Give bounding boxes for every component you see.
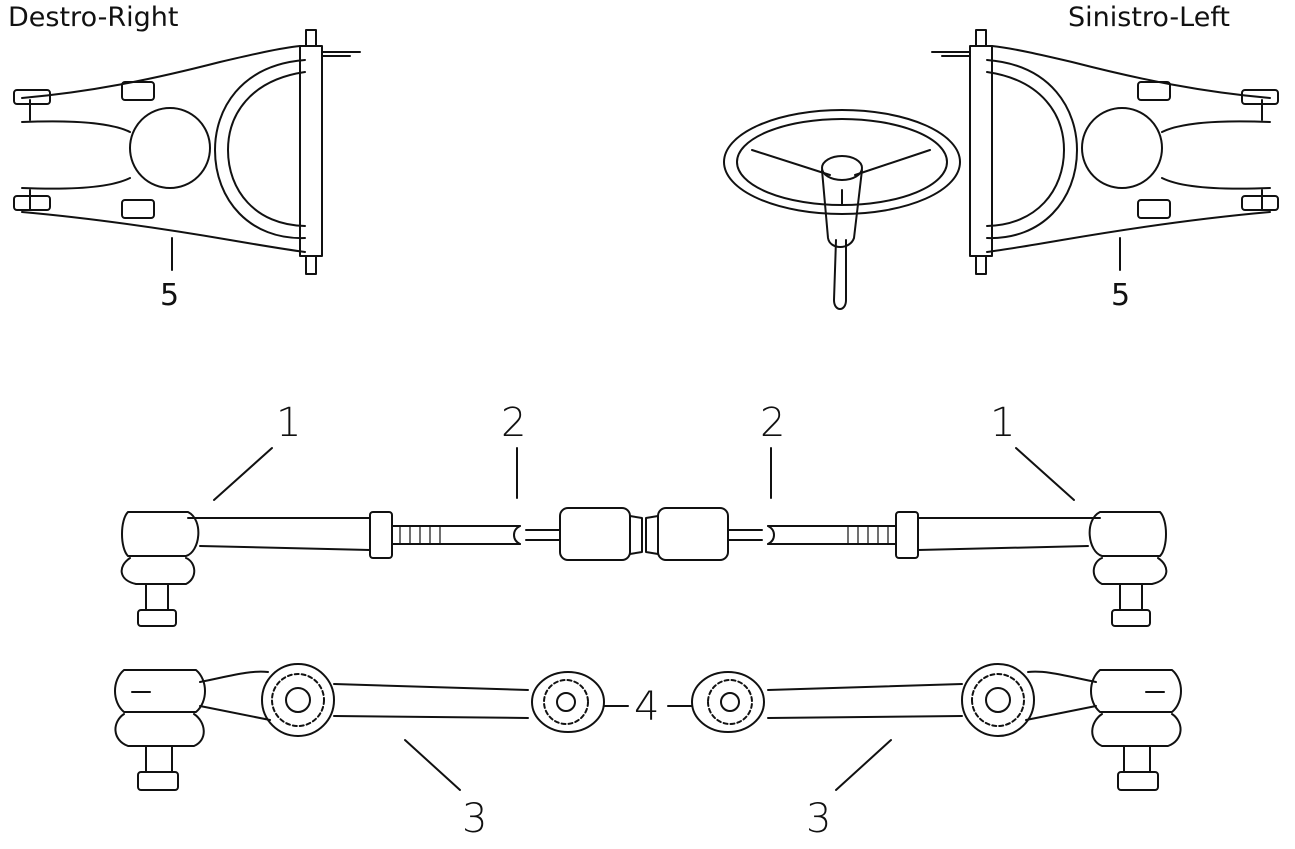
tie-rod-assembly-right — [122, 448, 642, 626]
pivot-hole — [130, 108, 210, 188]
callout-4: 4 — [634, 684, 660, 730]
right-side-label: Destro-Right — [8, 2, 179, 33]
callout-1-right: 1 — [276, 400, 302, 446]
track-rod-right — [115, 664, 628, 790]
steering-wheel — [724, 110, 960, 309]
left-side-label: Sinistro-Left — [1068, 2, 1230, 33]
upper-control-arm-right — [14, 30, 360, 274]
upper-control-arm-left — [932, 30, 1278, 274]
inner-tie-rod-socket — [560, 508, 630, 560]
callout-2-left: 2 — [760, 400, 786, 446]
callout-2-right: 2 — [501, 400, 527, 446]
tie-rod-end — [122, 512, 198, 556]
callout-5-left: 5 — [1111, 278, 1131, 313]
callout-3-right: 3 — [462, 796, 488, 842]
bushing-outer — [262, 664, 334, 736]
track-rod-end — [115, 670, 205, 712]
callout-5-right: 5 — [160, 278, 180, 313]
tie-rod-assembly-left — [646, 448, 1166, 626]
callout-3-left: 3 — [806, 796, 832, 842]
track-rod-left — [668, 664, 1181, 790]
callout-1-left: 1 — [990, 400, 1016, 446]
